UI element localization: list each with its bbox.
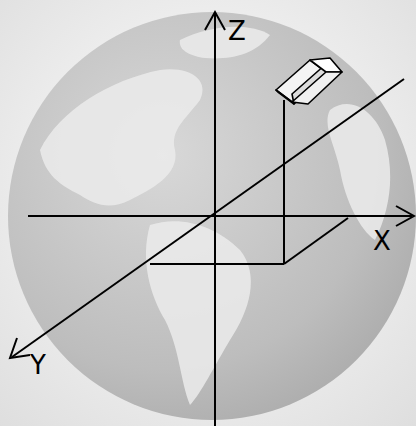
globe [8, 12, 416, 420]
axis-label: X [373, 228, 391, 254]
axis-label: Y [30, 352, 46, 378]
axis-label: Z [228, 18, 246, 44]
projection-lines [150, 100, 348, 264]
axes [10, 12, 414, 426]
cuboid [276, 58, 342, 104]
